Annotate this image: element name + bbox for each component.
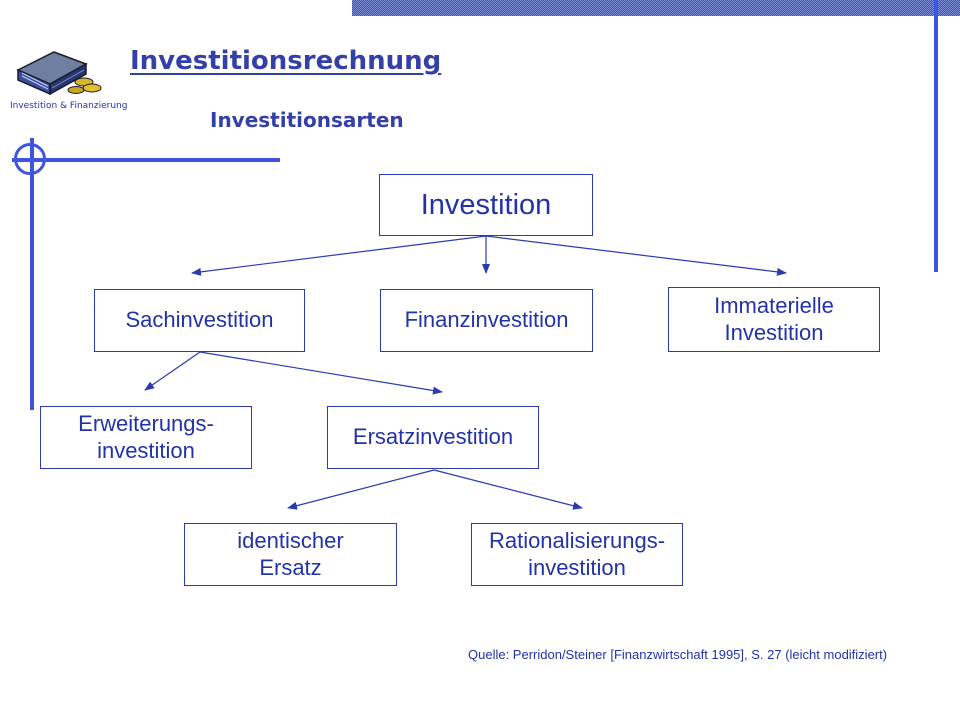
edge-sachinvestition-ersatz xyxy=(199,351,443,395)
logo-caption: Investition & Finanzierung xyxy=(10,101,128,111)
page-title: Investitionsrechnung xyxy=(130,46,442,76)
node-finanzinvestition: Finanzinvestition xyxy=(380,289,593,352)
node-immaterielle-investition: Immaterielle Investition xyxy=(668,287,880,352)
edge-sachinvestition-erweiterung xyxy=(144,351,201,391)
money-stack-icon xyxy=(16,51,102,96)
left-accent-line xyxy=(30,138,34,410)
node-erweiterungsinvestition: Erweiterungs- investition xyxy=(40,406,252,469)
edge-investition-sachinvestition xyxy=(191,235,487,276)
source-citation: Quelle: Perridon/Steiner [Finanzwirtscha… xyxy=(468,647,888,662)
right-accent-line xyxy=(934,0,938,272)
crosshair-circle xyxy=(14,143,46,175)
node-sachinvestition: Sachinvestition xyxy=(94,289,305,352)
top-dither-band xyxy=(352,0,960,16)
edge-ersatz-identisch xyxy=(287,469,435,510)
node-identischer-ersatz: identischer Ersatz xyxy=(184,523,397,586)
node-investition: Investition xyxy=(379,174,593,236)
edge-investition-immaterielle xyxy=(485,235,787,276)
node-rationalisierungsinvestition: Rationalisierungs- investition xyxy=(471,523,683,586)
page-subtitle: Investitionsarten xyxy=(210,108,404,132)
header-accent-line xyxy=(12,158,280,162)
edge-ersatz-rationalisierung xyxy=(433,469,583,510)
node-ersatzinvestition: Ersatzinvestition xyxy=(327,406,539,469)
